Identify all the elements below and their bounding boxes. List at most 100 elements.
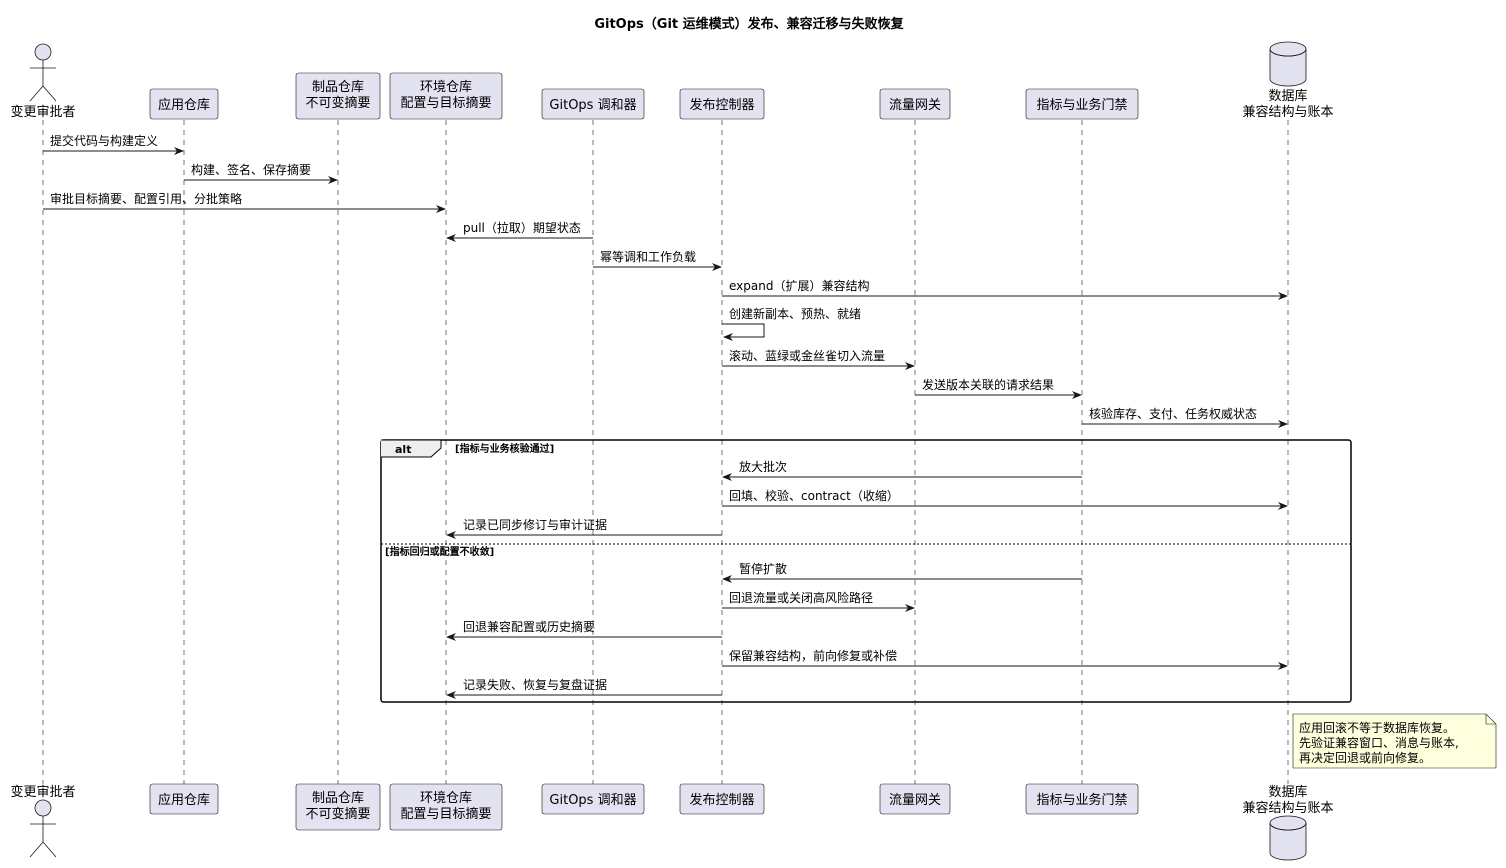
message-label: 幂等调和工作负载: [600, 250, 696, 264]
message-0: 提交代码与构建定义: [43, 133, 184, 155]
alt-keyword: alt: [395, 443, 411, 456]
message-8: 发送版本关联的请求结果: [915, 377, 1082, 399]
participant-label: 兼容结构与账本: [1242, 800, 1333, 816]
participant-metrics-gate-top: 指标与业务门禁: [1025, 88, 1139, 120]
participant-traffic-gateway-top: 流量网关: [879, 88, 951, 120]
participant-label: 流量网关: [889, 793, 941, 808]
message-1: 构建、签名、保存摘要: [184, 162, 338, 184]
message-label: 提交代码与构建定义: [50, 133, 158, 148]
message-label: 审批目标摘要、配置引用、分批策略: [50, 191, 242, 206]
participant-approver-top: 变更审批者: [10, 43, 76, 120]
message-label: 回退流量或关闭高风险路径: [729, 590, 873, 605]
participant-gitops-reconciler-top: GitOps 调和器: [541, 88, 645, 120]
message-11: 回填、校验、contract（收缩）: [722, 488, 1288, 510]
message-6: 创建新副本、预热、就绪: [722, 306, 861, 341]
message-7: 滚动、蓝绿或金丝雀切入流量: [722, 348, 915, 370]
participants-bottom: 变更审批者应用仓库制品仓库不可变摘要环境仓库配置与目标摘要GitOps 调和器发…: [10, 783, 1334, 861]
participant-label: 不可变摘要: [305, 806, 370, 822]
message-14: 回退流量或关闭高风险路径: [722, 590, 915, 612]
participant-label: 流量网关: [889, 98, 941, 113]
note-line: 应用回滚不等于数据库恢复。: [1299, 720, 1455, 735]
participant-label: 环境仓库: [420, 790, 472, 806]
note-line: 再决定回退或前向修复。: [1299, 750, 1431, 765]
note-line: 先验证兼容窗口、消息与账本,: [1299, 735, 1459, 750]
message-label: 回填、校验、contract（收缩）: [729, 488, 899, 503]
message-label: expand（扩展）兼容结构: [729, 278, 869, 293]
message-label: 保留兼容结构，前向修复或补偿: [729, 648, 897, 663]
participant-label: 环境仓库: [420, 79, 472, 95]
message-label: 暂停扩散: [739, 561, 787, 576]
message-10: 放大批次: [722, 459, 1082, 481]
participant-label: 数据库: [1268, 784, 1307, 800]
actor-figure-icon: [29, 799, 57, 858]
actor-figure-icon: [29, 43, 57, 102]
message-label: 回退兼容配置或历史摘要: [463, 619, 595, 634]
participant-label: 不可变摘要: [305, 95, 370, 111]
note-corner-fold: [1485, 714, 1496, 725]
alt-frame: alt [指标与业务核验通过] [指标回归或配置不收敛]: [380, 439, 1352, 703]
alt-guard: [指标回归或配置不收敛]: [385, 545, 494, 558]
diagram-title: GitOps（Git 运维模式）发布、兼容迁移与失败恢复: [594, 16, 904, 32]
message-16: 保留兼容结构，前向修复或补偿: [722, 648, 1288, 670]
alt-tab: [381, 439, 442, 458]
participant-label: 应用仓库: [158, 97, 210, 113]
participant-label: 变更审批者: [10, 784, 75, 800]
message-label: 发送版本关联的请求结果: [922, 377, 1054, 392]
message-5: expand（扩展）兼容结构: [722, 278, 1288, 300]
participant-label: GitOps 调和器: [549, 98, 636, 113]
message-label: 记录失败、恢复与复盘证据: [463, 677, 607, 692]
participant-label: 配置与目标摘要: [400, 806, 491, 822]
participant-metrics-gate-bottom: 指标与业务门禁: [1025, 783, 1139, 815]
participant-traffic-gateway-bottom: 流量网关: [879, 783, 951, 815]
participant-label: 配置与目标摘要: [400, 95, 491, 111]
message-label: 创建新副本、预热、就绪: [729, 306, 861, 321]
message-label: pull（拉取）期望状态: [463, 220, 581, 235]
message-12: 记录已同步修订与审计证据: [446, 517, 722, 539]
participant-label: 指标与业务门禁: [1036, 792, 1127, 808]
participant-label: 指标与业务门禁: [1036, 97, 1127, 113]
participant-label: 应用仓库: [158, 792, 210, 808]
message-label: 核验库存、支付、任务权威状态: [1089, 406, 1257, 421]
participant-label: 变更审批者: [10, 104, 75, 120]
message-13: 暂停扩散: [722, 561, 1082, 583]
participant-approver-bottom: 变更审批者: [10, 784, 76, 858]
database-cylinder-icon: [1269, 815, 1307, 861]
message-9: 核验库存、支付、任务权威状态: [1082, 406, 1288, 428]
database-cylinder-icon: [1269, 41, 1307, 87]
note-box: [1292, 713, 1497, 769]
participant-app-repo-top: 应用仓库: [149, 88, 219, 120]
message-17: 记录失败、恢复与复盘证据: [446, 677, 722, 699]
participant-label: 数据库: [1268, 88, 1307, 104]
lifelines: [42, 120, 1289, 784]
message-label: 放大批次: [739, 459, 787, 474]
participant-release-controller-top: 发布控制器: [679, 88, 765, 120]
message-label: 记录已同步修订与审计证据: [463, 517, 607, 532]
message-label: 滚动、蓝绿或金丝雀切入流量: [729, 348, 885, 363]
participant-label: 制品仓库: [312, 79, 364, 95]
message-4: 幂等调和工作负载: [593, 250, 722, 271]
message-2: 审批目标摘要、配置引用、分批策略: [43, 191, 446, 213]
participant-label: 制品仓库: [312, 790, 364, 806]
participant-gitops-reconciler-bottom: GitOps 调和器: [541, 783, 645, 815]
alt-frame-border: [380, 439, 1352, 703]
message-15: 回退兼容配置或历史摘要: [446, 619, 722, 641]
alt-guard: [指标与业务核验通过]: [455, 442, 554, 455]
participant-release-controller-bottom: 发布控制器: [679, 783, 765, 815]
participant-label: 发布控制器: [689, 792, 754, 808]
participant-label: 发布控制器: [689, 97, 754, 113]
participant-label: GitOps 调和器: [549, 793, 636, 808]
message-label: 构建、签名、保存摘要: [191, 162, 311, 177]
message-3: pull（拉取）期望状态: [446, 220, 593, 242]
participant-app-repo-bottom: 应用仓库: [149, 783, 219, 815]
participant-label: 兼容结构与账本: [1242, 104, 1333, 120]
note: 应用回滚不等于数据库恢复。先验证兼容窗口、消息与账本,再决定回退或前向修复。: [1292, 713, 1497, 769]
